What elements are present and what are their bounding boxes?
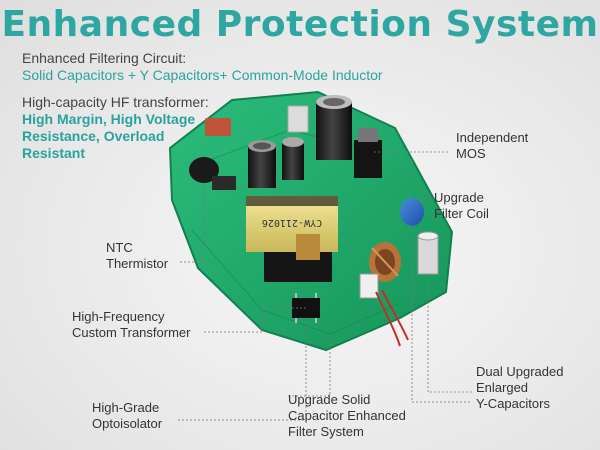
resistor	[205, 118, 231, 136]
bulk-capacitor	[316, 95, 352, 160]
ntc-thermistor	[189, 157, 236, 190]
transformer-info-block: High-capacity HF transformer: High Margi…	[22, 94, 209, 162]
label-solid-capacitor: Upgrade Solid Capacitor Enhanced Filter …	[288, 392, 406, 439]
label-independent-mos: Independent MOS	[456, 130, 529, 161]
label-ntc-thermistor: NTC Thermistor	[106, 240, 169, 271]
hf-transformer: CYW-211026	[246, 196, 338, 282]
transformer-feature-3: Resistant	[22, 145, 86, 161]
filtering-circuit-block: Enhanced Filtering Circuit: Solid Capaci…	[22, 50, 383, 84]
label-upgrade-filter-coil: Upgrade Filter Coil	[434, 190, 489, 221]
mos-transistor	[354, 128, 382, 178]
transformer-code: CYW-211026	[262, 217, 322, 228]
transformer-feature-1: High Margin, High Voltage	[22, 111, 196, 127]
transformer-heading: High-capacity HF transformer:	[22, 94, 209, 110]
filtering-heading: Enhanced Filtering Circuit:	[22, 50, 187, 66]
transformer-feature-2: Resistance, Overload	[22, 128, 165, 144]
y-capacitor-1	[400, 198, 424, 226]
label-optoisolator: High-Grade Optoisolator	[92, 400, 163, 431]
filtering-components: Solid Capacitors + Y Capacitors+ Common-…	[22, 67, 383, 83]
page-title: Enhanced Protection System	[1, 4, 599, 45]
solid-capacitor-1	[248, 140, 276, 188]
filter-coil	[369, 242, 401, 282]
solid-capacitor-2	[282, 137, 304, 180]
connector	[359, 273, 379, 299]
label-y-capacitors: Dual Upgraded Enlarged Y-Capacitors	[476, 364, 564, 411]
label-hf-transformer: High-Frequency Custom Transformer	[72, 309, 191, 340]
filter-capacitor	[417, 231, 439, 275]
